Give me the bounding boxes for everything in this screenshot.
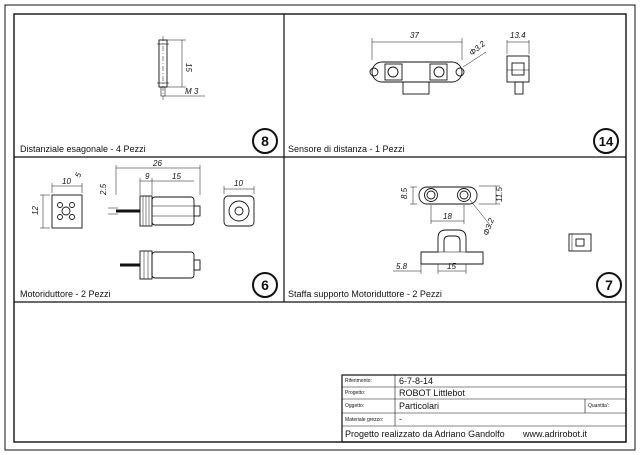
bracket-dim-115: 11.5 (495, 186, 504, 202)
tb-oggetto-label: Oggetto: (345, 403, 365, 409)
badge-motor: 6 (252, 272, 278, 298)
inner-frame (13, 13, 627, 443)
outer-frame (4, 4, 636, 451)
title-block-grid (341, 374, 627, 443)
tb-footer-site: www.adrirobot.it (523, 429, 588, 439)
tb-progetto-value: ROBOT Littlebot (399, 388, 465, 398)
caption-bracket: Staffa supporto Motoriduttore - 2 Pezzi (288, 289, 442, 299)
tb-progetto-label: Progetto: (345, 390, 366, 396)
tb-riferimento-value: 6-7-8-14 (399, 376, 434, 386)
motor-dim-total: 26 (152, 159, 162, 168)
bracket-dim-18: 18 (443, 212, 452, 221)
bracket-dim-phi: Φ3.2 (481, 216, 496, 236)
badge-spacer: 8 (252, 128, 278, 154)
badge-sensor: 14 (593, 128, 619, 154)
spacer-height-dim: 15 (184, 63, 193, 72)
sensor-drawing (369, 38, 530, 95)
motor-dim-15: 15 (172, 172, 181, 181)
spacer-drawing (157, 36, 205, 100)
caption-motor: Motoriduttore - 2 Pezzi (20, 289, 111, 299)
tb-materiale-label: Materiale grezzo: (345, 417, 384, 423)
motor-dim-5: 5 (73, 171, 83, 179)
bracket-dim-85: 8.5 (400, 187, 409, 199)
sensor-depth-dim: 13.4 (510, 31, 526, 40)
tb-footer-author: Progetto realizzato da Adriano Gandolfo (345, 429, 505, 439)
motor-dim-25: 2.5 (99, 183, 108, 196)
sensor-hole-dim: Φ3.2 (468, 39, 488, 58)
badge-bracket: 7 (596, 272, 622, 298)
motor-dim-10a: 10 (62, 177, 71, 186)
motor-drawing (40, 165, 255, 280)
tb-materiale-value: - (399, 414, 402, 424)
tb-oggetto-value: Particolari (399, 401, 440, 411)
tb-riferimento-label: Riferimento: (345, 378, 372, 384)
bracket-dim-58: 5.8 (396, 262, 408, 271)
caption-spacer: Distanziale esagonale - 4 Pezzi (20, 144, 146, 154)
motor-dim-10b: 10 (234, 179, 243, 188)
motor-dim-12: 12 (31, 206, 40, 215)
bracket-drawing (393, 185, 592, 274)
caption-sensor: Sensore di distanza - 1 Pezzi (288, 144, 405, 154)
tb-quantita-label: Quantita': (588, 403, 610, 409)
spacer-thread-dim: M 3 (185, 87, 199, 96)
motor-dim-9: 9 (145, 172, 150, 181)
sensor-width-dim: 37 (410, 31, 419, 40)
bracket-dim-15: 15 (447, 262, 456, 271)
